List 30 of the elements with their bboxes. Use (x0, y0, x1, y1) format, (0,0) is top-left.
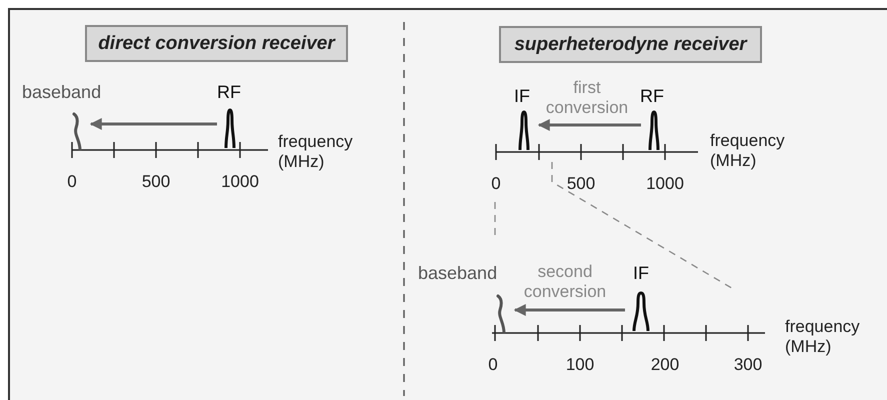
signal-label: IF (633, 263, 649, 284)
baseband-spectrum (496, 294, 507, 333)
heading-box: direct conversion receiver (85, 25, 348, 62)
signal-peak (647, 110, 661, 150)
axis-title: frequency (MHz) (278, 132, 353, 172)
signal-label: IF (514, 86, 530, 107)
arrow (538, 119, 641, 131)
arrow (514, 304, 625, 316)
tick-label: 200 (650, 355, 680, 375)
signal-peak (631, 291, 651, 331)
axis-title: frequency (MHz) (710, 131, 785, 170)
signal-peak (223, 108, 237, 148)
signal-peak (517, 110, 531, 150)
tick-label: 300 (734, 355, 762, 375)
axis-title: frequency (MHz) (785, 317, 860, 356)
heading-box: superheterodyne receiver (499, 26, 762, 63)
tick-label: 500 (566, 174, 596, 194)
arrow (90, 118, 217, 130)
tick-label: 0 (491, 174, 501, 194)
tick-label: 1000 (646, 174, 684, 194)
tick-label: 1000 (221, 172, 259, 192)
tick-label: 0 (67, 172, 77, 192)
signal-label: RF (217, 82, 241, 103)
baseband-spectrum (72, 112, 83, 150)
signal-label: baseband (418, 263, 498, 284)
signal-label: RF (640, 86, 664, 107)
tick-label: 0 (488, 355, 498, 375)
signal-label: baseband (22, 82, 102, 103)
tick-label: 100 (566, 355, 594, 375)
tick-label: 500 (142, 172, 170, 192)
